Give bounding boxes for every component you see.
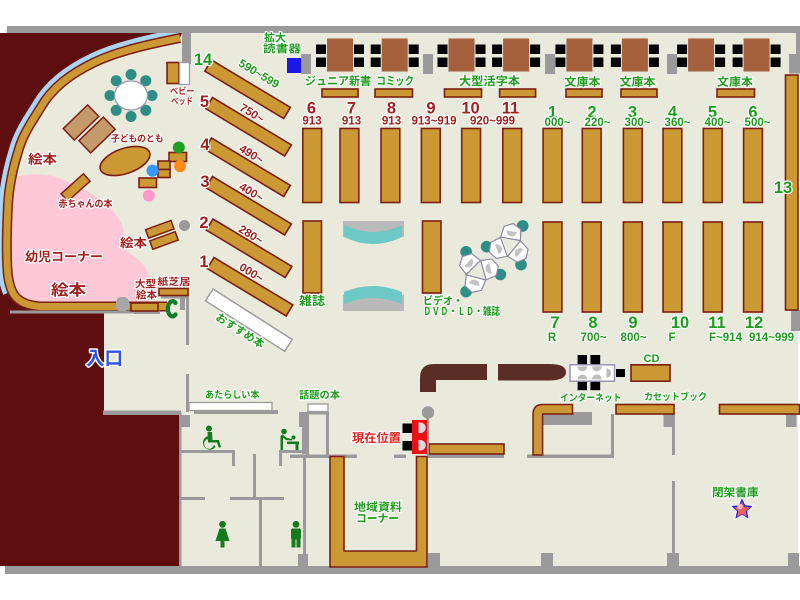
svg-text:220~: 220~ xyxy=(585,117,611,129)
svg-text:8: 8 xyxy=(588,314,597,332)
svg-text:913: 913 xyxy=(342,116,361,128)
svg-text:2: 2 xyxy=(199,214,208,232)
svg-text:6: 6 xyxy=(307,100,316,118)
svg-text:5: 5 xyxy=(708,104,717,122)
svg-text:920~999: 920~999 xyxy=(470,116,515,128)
svg-text:913: 913 xyxy=(382,116,401,128)
svg-text:700~: 700~ xyxy=(581,332,607,344)
svg-text:10: 10 xyxy=(671,314,689,332)
svg-text:5: 5 xyxy=(200,93,209,111)
svg-text:10: 10 xyxy=(461,100,479,118)
svg-text:R: R xyxy=(548,332,557,344)
svg-text:913~919: 913~919 xyxy=(411,116,456,128)
svg-text:2: 2 xyxy=(587,104,596,122)
svg-text:13: 13 xyxy=(774,179,792,197)
svg-text:3: 3 xyxy=(200,173,209,191)
svg-text:F: F xyxy=(668,332,675,344)
svg-text:7: 7 xyxy=(347,100,356,118)
svg-text:800~: 800~ xyxy=(621,332,647,344)
svg-text:914~999: 914~999 xyxy=(749,332,794,344)
svg-text:4: 4 xyxy=(200,136,210,154)
svg-text:000~: 000~ xyxy=(545,117,571,129)
svg-text:14: 14 xyxy=(194,51,213,69)
svg-text:1: 1 xyxy=(199,253,208,271)
svg-text:11: 11 xyxy=(502,100,519,118)
svg-text:1: 1 xyxy=(548,104,557,122)
svg-text:4: 4 xyxy=(668,104,678,122)
svg-text:9: 9 xyxy=(426,100,435,118)
svg-text:CD: CD xyxy=(644,353,660,365)
svg-text:400~: 400~ xyxy=(705,117,731,129)
svg-text:3: 3 xyxy=(628,104,637,122)
svg-text:8: 8 xyxy=(387,100,396,118)
svg-text:F~914: F~914 xyxy=(709,332,743,344)
svg-text:12: 12 xyxy=(745,314,763,332)
svg-text:7: 7 xyxy=(550,314,559,332)
svg-text:360~: 360~ xyxy=(665,117,691,129)
svg-text:913: 913 xyxy=(302,116,321,128)
svg-text:9: 9 xyxy=(628,314,637,332)
svg-text:6: 6 xyxy=(748,104,757,122)
svg-text:500~: 500~ xyxy=(745,117,771,129)
svg-text:300~: 300~ xyxy=(625,117,651,129)
svg-text:11: 11 xyxy=(708,314,725,332)
